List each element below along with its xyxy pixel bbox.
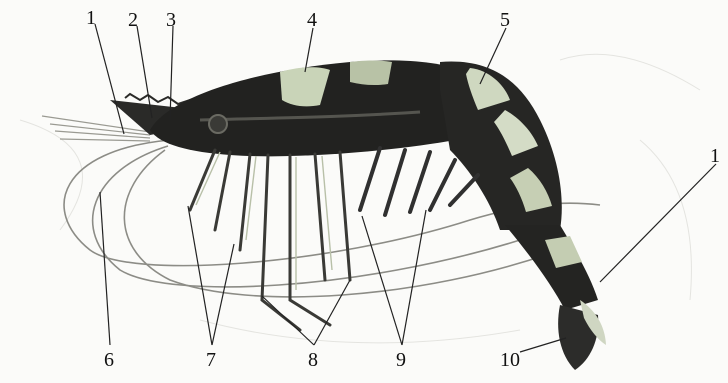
eye bbox=[209, 115, 227, 133]
tail-segment bbox=[505, 225, 598, 310]
label-7: 7 bbox=[206, 350, 216, 370]
leader-7b bbox=[212, 244, 234, 345]
label-9: 9 bbox=[396, 350, 406, 370]
label-1-tail: 1 bbox=[710, 146, 720, 166]
carapace-band-2 bbox=[350, 61, 392, 86]
leader-11 bbox=[600, 164, 716, 282]
leader-1 bbox=[95, 24, 124, 134]
label-4: 4 bbox=[307, 10, 317, 30]
leader-6 bbox=[100, 192, 110, 345]
label-6: 6 bbox=[104, 350, 114, 370]
label-10: 10 bbox=[500, 350, 520, 370]
leader-7a bbox=[188, 206, 212, 345]
label-3: 3 bbox=[166, 10, 176, 30]
label-2: 2 bbox=[128, 10, 138, 30]
label-8: 8 bbox=[308, 350, 318, 370]
leader-8b bbox=[314, 280, 350, 345]
label-5: 5 bbox=[500, 10, 510, 30]
leader-3 bbox=[170, 26, 173, 120]
leader-9a bbox=[362, 216, 402, 345]
leader-9b bbox=[402, 210, 426, 345]
leader-4 bbox=[305, 28, 313, 72]
leader-10 bbox=[520, 338, 566, 352]
label-1: 1 bbox=[86, 8, 96, 28]
